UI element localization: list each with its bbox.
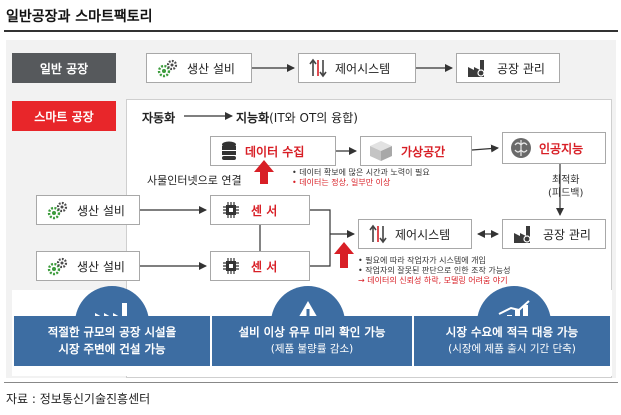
source-label: 자료 : 정보통신기술진흥센터 xyxy=(6,392,151,406)
control-note: • 필요에 따라 작업자가 시스템에 개입 • 작업자의 잘못된 판단으로 인한… xyxy=(358,256,511,285)
smart-control-box: 제어시스템 xyxy=(358,219,472,249)
benefit-2-line1: 설비 이상 유무 미리 확인 가능 xyxy=(238,325,386,339)
arrow-virtual-ai xyxy=(471,144,499,153)
chip-icon xyxy=(221,200,241,220)
general-equipment-box: 생산 설비 xyxy=(146,53,252,83)
database-icon xyxy=(221,141,237,161)
smart-equipment-label-1: 생산 설비 xyxy=(77,203,125,218)
intelligence-label: 지능화(IT와 OT의 융합) xyxy=(236,111,358,125)
benefit-box-3: 시장 수요에 적극 대응 가능 (시장에 제품 출시 기간 단축) xyxy=(414,316,610,366)
title-divider xyxy=(4,30,618,32)
ai-label: 인공지능 xyxy=(539,141,584,156)
arrow-sensors-control xyxy=(310,209,354,267)
smart-management-box: 공장 관리 xyxy=(502,219,606,249)
smart-control-label: 제어시스템 xyxy=(395,227,451,242)
factory-icon xyxy=(513,224,535,244)
smart-factory-label: 스마트 공장 xyxy=(12,101,116,131)
general-equipment-label: 생산 설비 xyxy=(187,61,235,76)
smart-equipment-box-2: 생산 설비 xyxy=(36,251,140,281)
cube-icon xyxy=(369,140,393,162)
general-management-box: 공장 관리 xyxy=(456,53,560,83)
chip-icon xyxy=(221,256,241,276)
arrow-worker-intervention xyxy=(334,242,354,268)
virtual-space-label: 가상공간 xyxy=(401,144,446,159)
benefit-box-2: 설비 이상 유무 미리 확인 가능 (제품 불량률 감소) xyxy=(212,316,412,366)
factory-icon xyxy=(467,58,489,78)
smart-equipment-box-1: 생산 설비 xyxy=(36,195,140,225)
benefit-1-line2: 시장 주변에 건설 가능 xyxy=(58,342,166,356)
benefit-1-line1: 적절한 규모의 공장 시설을 xyxy=(47,325,177,339)
general-control-label: 제어시스템 xyxy=(335,61,391,76)
smart-equipment-label-2: 생산 설비 xyxy=(77,259,125,274)
brain-icon xyxy=(509,136,533,160)
benefit-box-1: 적절한 규모의 공장 시설을 시장 주변에 건설 가능 xyxy=(14,316,210,366)
control-arrows-icon xyxy=(309,58,327,78)
optimize-label: 최적화 (피드백) xyxy=(548,175,584,199)
page-title: 일반공장과 스마트팩토리 xyxy=(6,9,153,25)
smart-management-label: 공장 관리 xyxy=(543,227,591,242)
data-note: • 데이터 확보에 많은 시간과 노력이 필요 • 데이터는 정상, 일부만 이… xyxy=(292,168,430,187)
virtual-space-box: 가상공간 xyxy=(360,136,472,166)
general-management-label: 공장 관리 xyxy=(497,61,545,76)
automation-label: 자동화 xyxy=(142,111,176,125)
general-factory-label: 일반 공장 xyxy=(12,53,116,83)
arrow-sensor-data xyxy=(254,160,274,184)
source-divider xyxy=(4,382,618,383)
benefit-3-line1: 시장 수요에 적극 대응 가능 xyxy=(445,325,579,339)
sensor-label-2: 센 서 xyxy=(251,259,278,274)
data-collection-box: 데이터 수집 xyxy=(210,136,336,166)
benefit-2-line2: (제품 불량률 감소) xyxy=(270,343,354,355)
ai-box: 인공지능 xyxy=(502,132,606,164)
general-control-box: 제어시스템 xyxy=(298,53,416,83)
control-arrows-icon xyxy=(369,224,387,244)
data-collection-label: 데이터 수집 xyxy=(245,144,305,159)
benefit-3-line2: (시장에 제품 출시 기간 단축) xyxy=(448,343,576,355)
sensor-box-1: 센 서 xyxy=(210,195,310,225)
iot-link-label: 사물인터넷으로 연결 xyxy=(147,174,242,187)
gear-icon xyxy=(47,200,69,220)
sensor-label-1: 센 서 xyxy=(251,203,278,218)
sensor-box-2: 센 서 xyxy=(210,251,310,281)
gear-icon xyxy=(157,58,179,78)
gear-icon xyxy=(47,256,69,276)
